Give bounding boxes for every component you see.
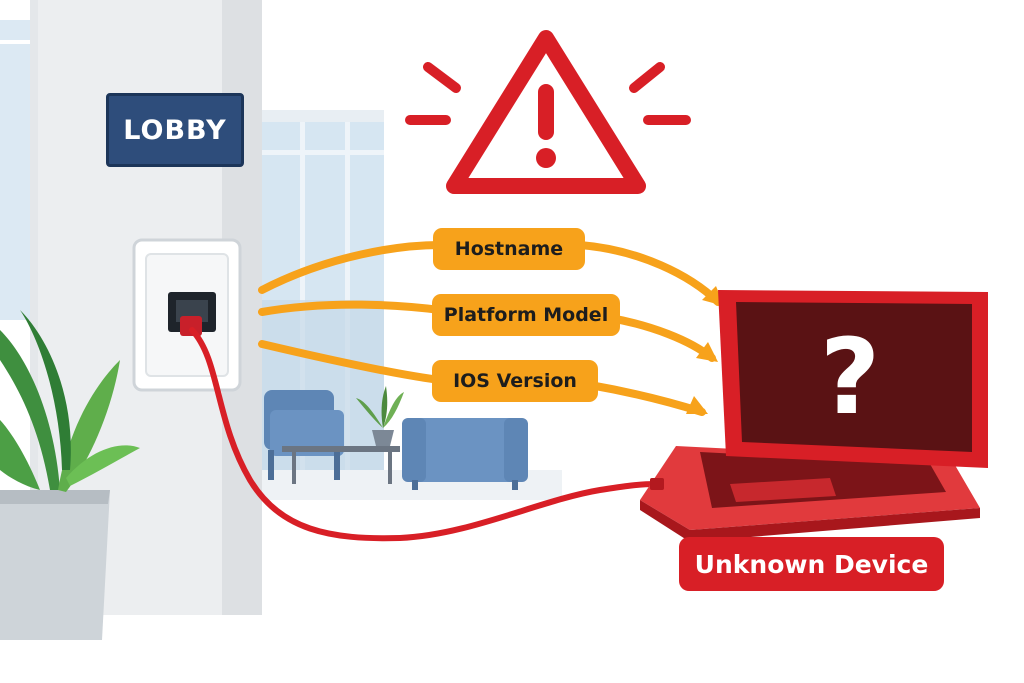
ethernet-port-icon [132, 238, 242, 392]
question-mark-icon: ? [819, 316, 881, 438]
laptop-icon [640, 290, 988, 542]
lobby-furniture [264, 386, 528, 490]
hostname-arrow [258, 241, 722, 306]
lobby-sign: LOBBY [106, 93, 244, 167]
warning-triangle-icon [405, 30, 691, 194]
platform-model-label: Platform Model [432, 294, 620, 336]
ethernet-cable [189, 327, 659, 542]
platform-model-label-text: Platform Model [443, 304, 609, 326]
unknown-device-badge: Unknown Device [679, 537, 944, 591]
unknown-device-badge-text: Unknown Device [694, 549, 929, 579]
hostname-label-text: Hostname [454, 238, 564, 260]
hostname-label: Hostname [433, 228, 585, 270]
arrowheads [686, 286, 724, 414]
potted-plant-icon [0, 310, 140, 640]
ios-version-label-text: IOS Version [453, 370, 577, 392]
ios-version-label: IOS Version [432, 360, 598, 402]
lobby-sign-text: LOBBY [123, 114, 227, 146]
